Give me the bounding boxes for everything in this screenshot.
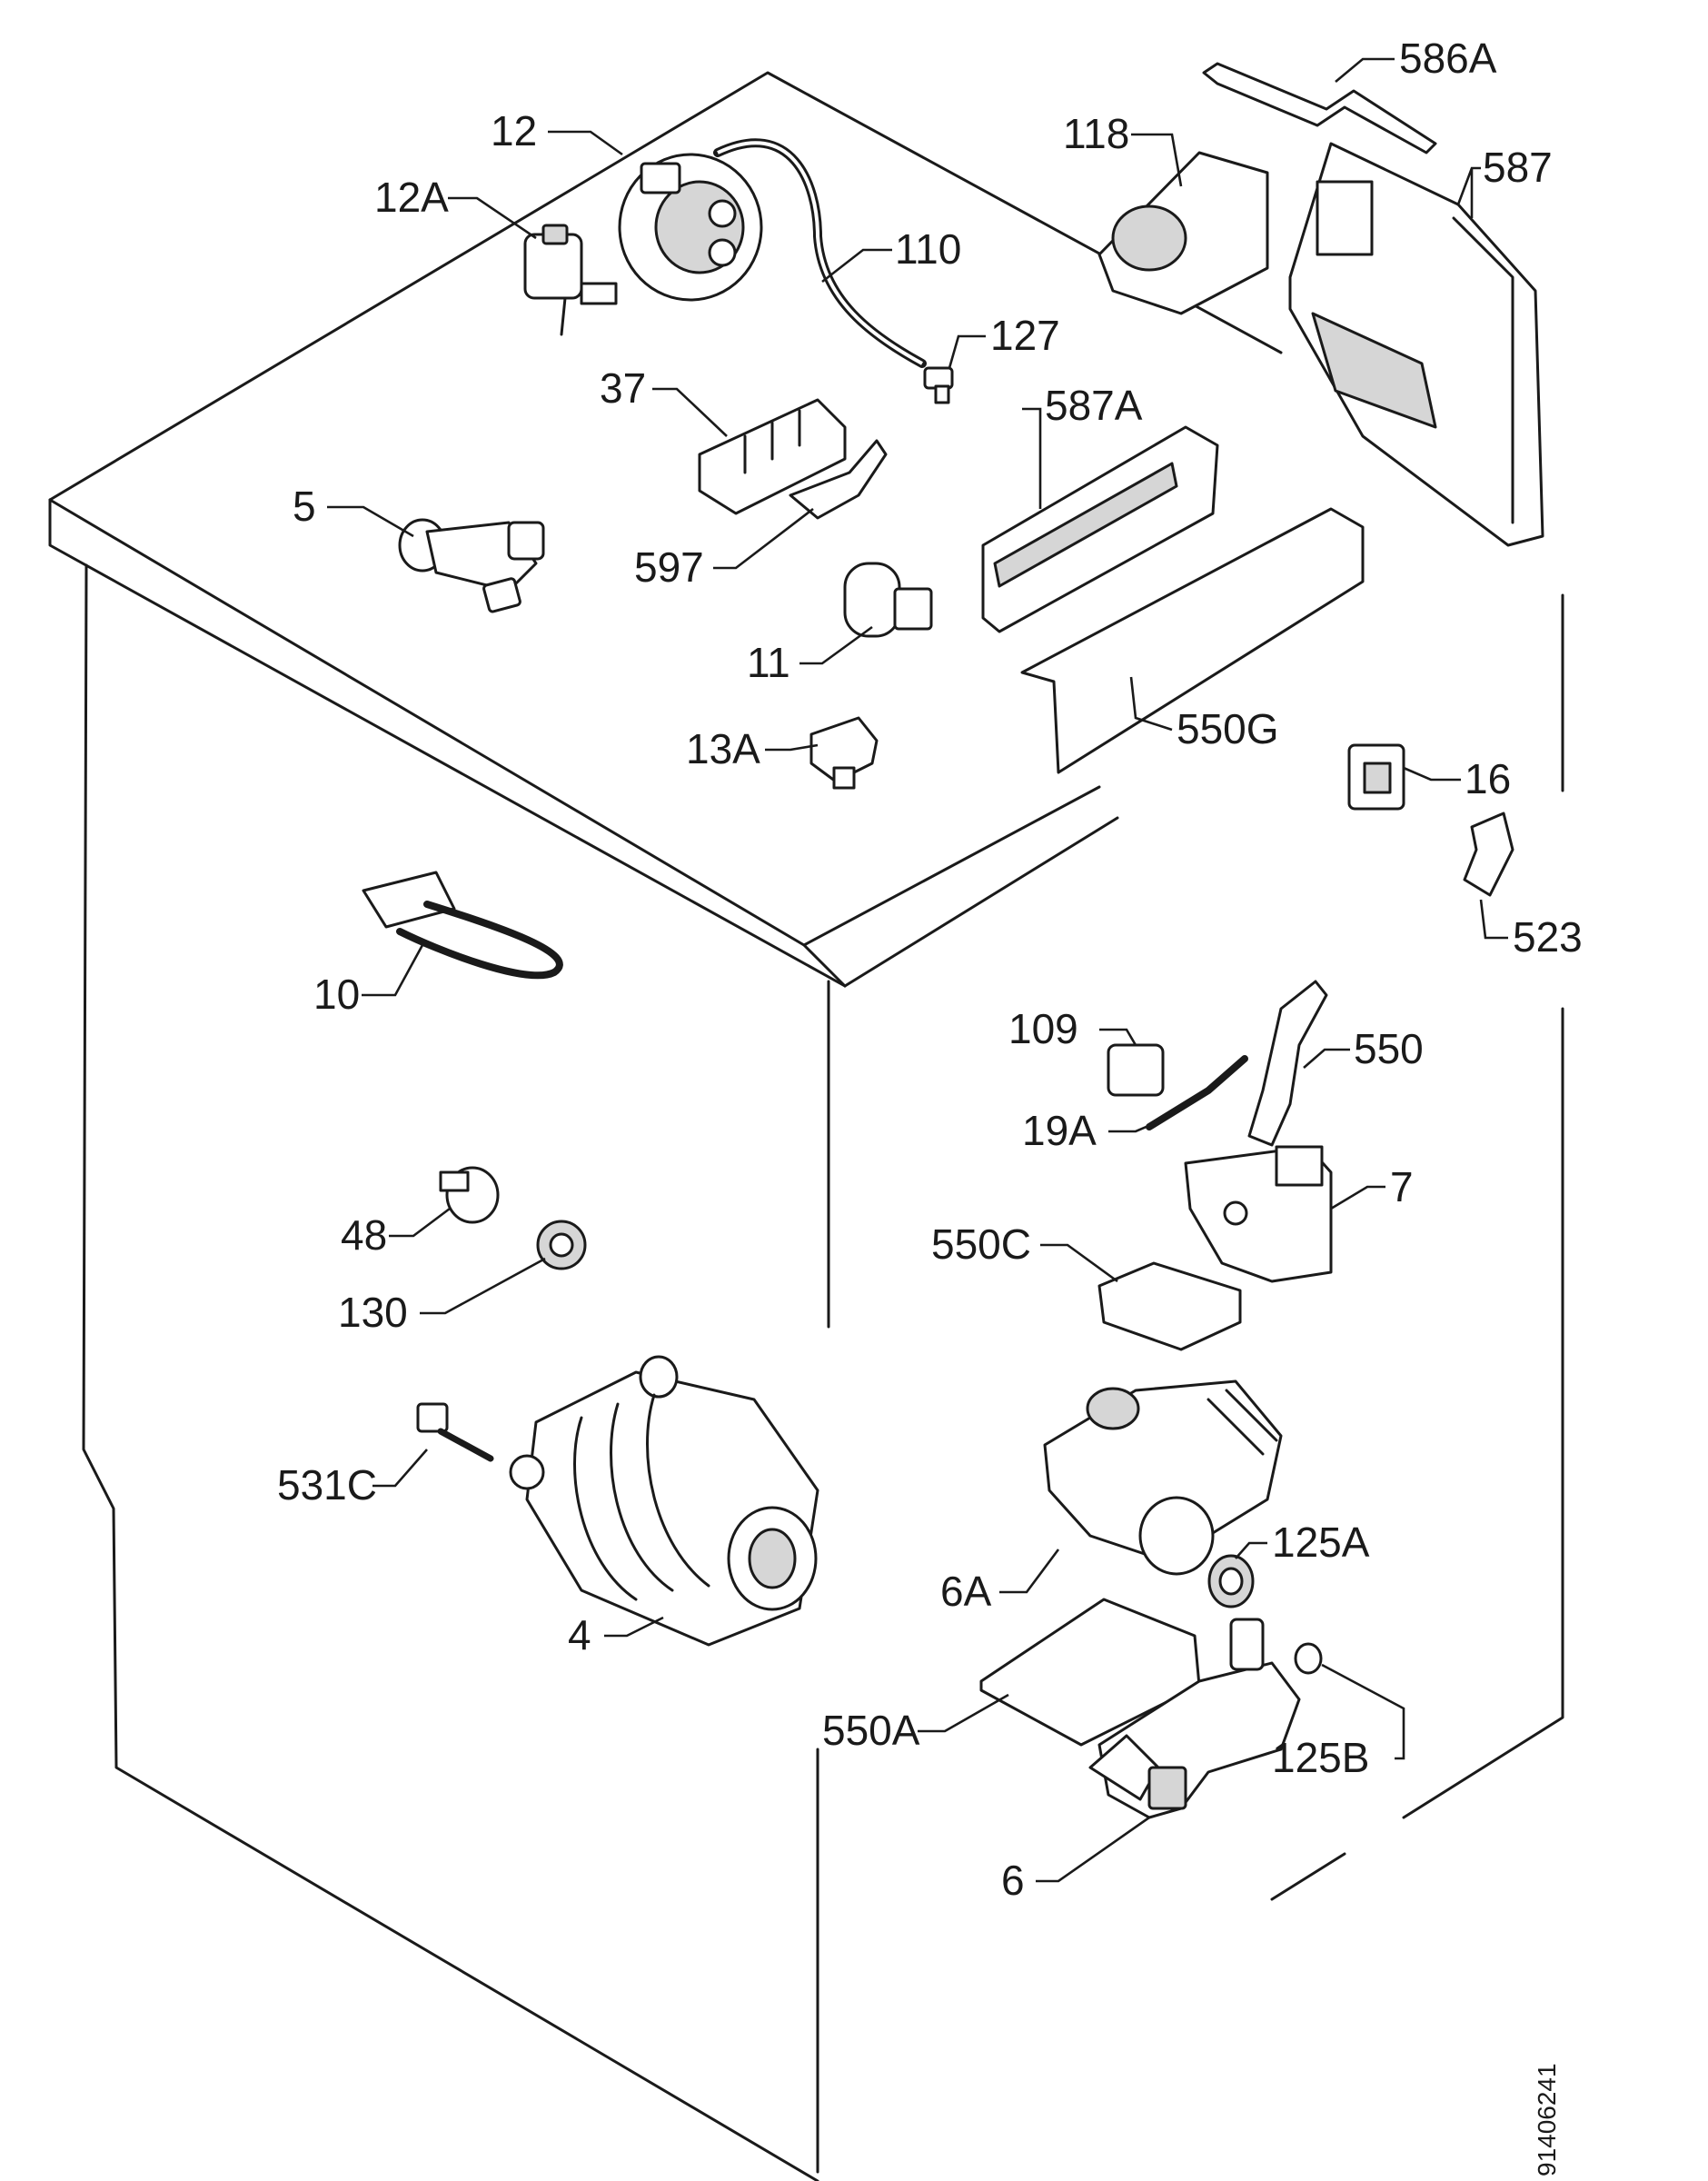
callout-12: 12: [491, 107, 537, 154]
bracket-586a-part: [1202, 62, 1437, 154]
door-lock-7-part: [1184, 1145, 1333, 1283]
cover-550c-part: [1097, 1261, 1242, 1351]
callout-11: 11: [747, 639, 790, 686]
callout-127: 127: [990, 312, 1060, 359]
callout-19a: 19A: [1022, 1107, 1097, 1154]
callout-5: 5: [293, 483, 316, 530]
panel-587a-part: [981, 425, 1219, 633]
clip-597-part: [789, 439, 888, 520]
callout-7: 7: [1390, 1163, 1414, 1210]
callout-110: 110: [895, 225, 961, 273]
pump-6a-part: [1043, 1379, 1283, 1576]
holder-109-part: [1107, 1043, 1165, 1097]
pump-6-part: [1088, 1618, 1301, 1819]
callout-118: 118: [1063, 110, 1129, 157]
ring-125b-part: [1294, 1642, 1323, 1675]
callout-6a: 6A: [940, 1568, 992, 1615]
pressure-switch-12-part: [618, 153, 763, 302]
actuator-550-part: [1247, 980, 1328, 1147]
callout-37: 37: [600, 364, 646, 412]
callout-48: 48: [341, 1211, 387, 1259]
callout-531c: 531C: [277, 1461, 377, 1509]
leader-lines: [327, 57, 1508, 1883]
valve-5-part: [398, 518, 545, 613]
hose-110-inner: [717, 141, 923, 365]
callout-12a: 12A: [374, 174, 449, 221]
screw-531c-part: [416, 1402, 494, 1462]
callout-550g: 550G: [1177, 705, 1279, 752]
callout-523: 523: [1513, 913, 1583, 961]
connector-127-part: [923, 366, 954, 404]
callout-587: 587: [1483, 144, 1553, 191]
ring-125a-part: [1207, 1554, 1255, 1608]
callout-labels: 12 12A 110 127 118 586A 587 587A 37 5 59…: [277, 35, 1583, 1904]
filter-130-part: [536, 1220, 587, 1270]
callout-4: 4: [568, 1611, 591, 1658]
callout-587a: 587A: [1045, 382, 1143, 429]
capacitor-11-part: [843, 562, 933, 638]
callout-125a: 125A: [1272, 1519, 1370, 1566]
connector-13a-part: [809, 716, 879, 790]
callout-550a: 550A: [822, 1707, 920, 1754]
motor-4-part: [509, 1355, 819, 1647]
callout-6: 6: [1001, 1857, 1025, 1904]
switch-16-part: [1347, 743, 1405, 811]
pressure-switch-12a-part: [523, 224, 618, 336]
timer-module-118-part: [1097, 151, 1269, 315]
cover-550g-part: [1020, 507, 1365, 774]
lever-523-part: [1463, 812, 1514, 897]
terminal-block-37-part: [698, 398, 847, 515]
callout-13a: 13A: [686, 725, 760, 772]
sensor-19a-part: [1146, 1055, 1248, 1130]
callout-16: 16: [1465, 755, 1511, 802]
thermostat-48-part: [439, 1166, 500, 1224]
housing-587-part: [1288, 142, 1544, 547]
callout-125b: 125B: [1272, 1734, 1369, 1781]
heater-10-part: [362, 871, 563, 980]
callout-109: 109: [1008, 1005, 1078, 1052]
callout-550c: 550C: [931, 1220, 1031, 1268]
callout-550: 550: [1354, 1025, 1424, 1072]
callout-597: 597: [634, 543, 704, 591]
callout-586a: 586A: [1399, 35, 1497, 82]
drawing-code: 91406241: [1533, 2063, 1561, 2176]
callout-130: 130: [338, 1289, 408, 1336]
callout-10: 10: [313, 971, 360, 1018]
